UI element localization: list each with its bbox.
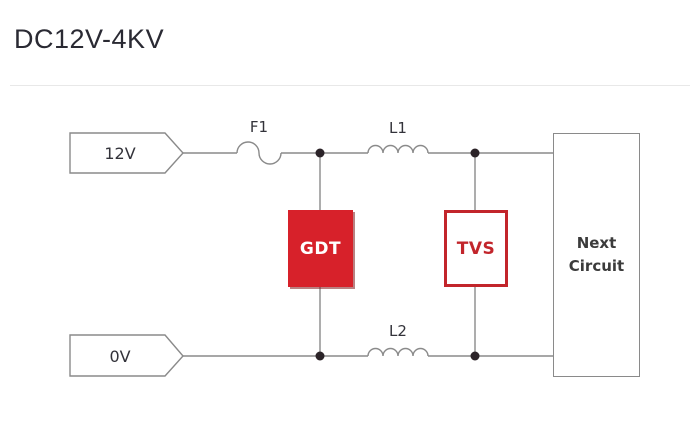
tvs-component: TVS	[444, 210, 508, 287]
fuse-symbol	[236, 141, 282, 165]
gdt-label: GDT	[299, 238, 342, 259]
input-flag-0v	[69, 334, 184, 377]
next-circuit-label: Next Circuit	[568, 233, 625, 275]
inductor-l1-symbol	[367, 144, 429, 154]
next-circuit-block: Next Circuit	[553, 133, 640, 377]
gdt-component: GDT	[288, 210, 353, 287]
inductor-l1-label: L1	[389, 119, 407, 137]
junction-dot-bottom-right	[470, 351, 480, 361]
net-label-0v: 0V	[109, 346, 131, 366]
junction-dot-top-left	[315, 148, 325, 158]
junction-dot-bottom-left	[315, 351, 325, 361]
divider	[10, 85, 690, 86]
input-flag-12v	[69, 132, 184, 174]
fuse-label: F1	[249, 118, 269, 136]
page-title: DC12V-4KV	[14, 24, 165, 54]
net-label-12v: 12V	[104, 143, 136, 163]
junction-dot-top-right	[470, 148, 480, 158]
tvs-label: TVS	[456, 238, 496, 259]
inductor-l2-symbol	[367, 347, 429, 357]
inductor-l2-label: L2	[389, 322, 407, 340]
